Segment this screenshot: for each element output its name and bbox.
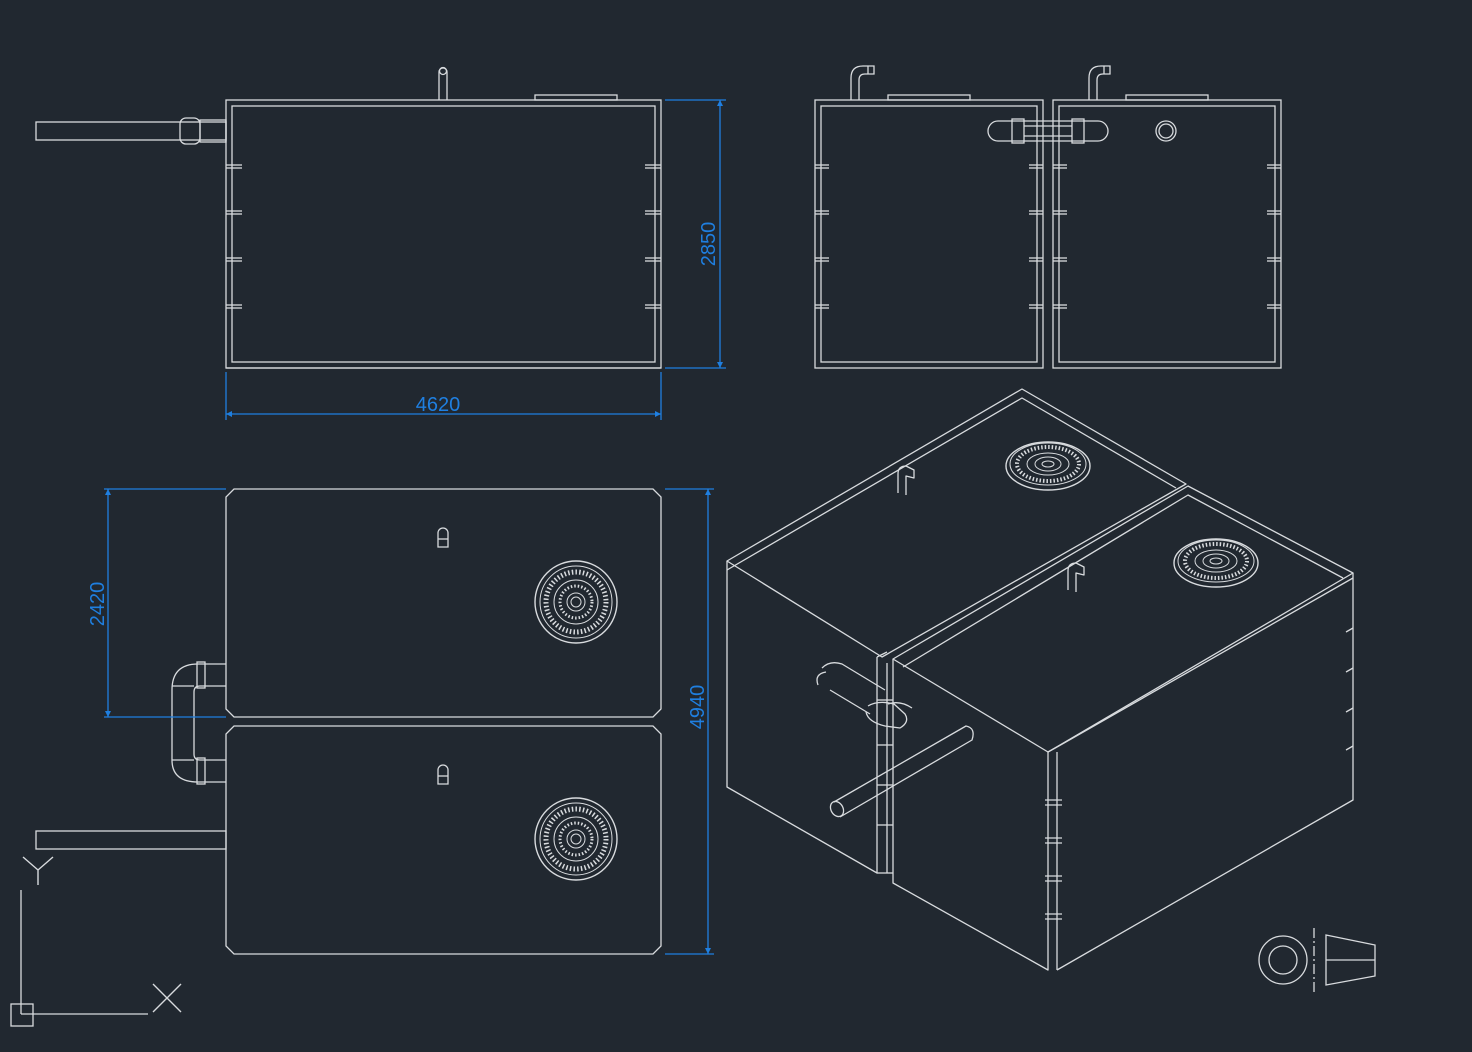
manhole-cover-bottom bbox=[534, 797, 618, 881]
plan-view bbox=[35, 488, 662, 955]
dimension-label-4940: 4940 bbox=[687, 685, 709, 730]
dimension-front-height bbox=[665, 99, 726, 369]
dimension-plan-depth-total bbox=[665, 488, 714, 955]
dimension-label-2420: 2420 bbox=[87, 582, 109, 627]
dimension-front-width bbox=[225, 372, 662, 420]
ucs-y-label bbox=[22, 856, 54, 885]
dimension-label-4620: 4620 bbox=[416, 394, 461, 416]
ucs-x-label bbox=[152, 983, 182, 1013]
front-elevation-view bbox=[35, 66, 662, 369]
dimension-label-2850: 2850 bbox=[698, 222, 720, 267]
side-elevation-view bbox=[814, 65, 1282, 369]
dimension-plan-depth-single bbox=[104, 488, 226, 718]
ucs-icon bbox=[10, 890, 148, 1027]
manhole-cover-top bbox=[534, 560, 618, 644]
iso-manhole-cover-front bbox=[1173, 538, 1259, 588]
projection-symbol-icon bbox=[1258, 928, 1376, 993]
isometric-view bbox=[726, 388, 1354, 971]
iso-manhole-cover-back bbox=[1005, 441, 1091, 491]
